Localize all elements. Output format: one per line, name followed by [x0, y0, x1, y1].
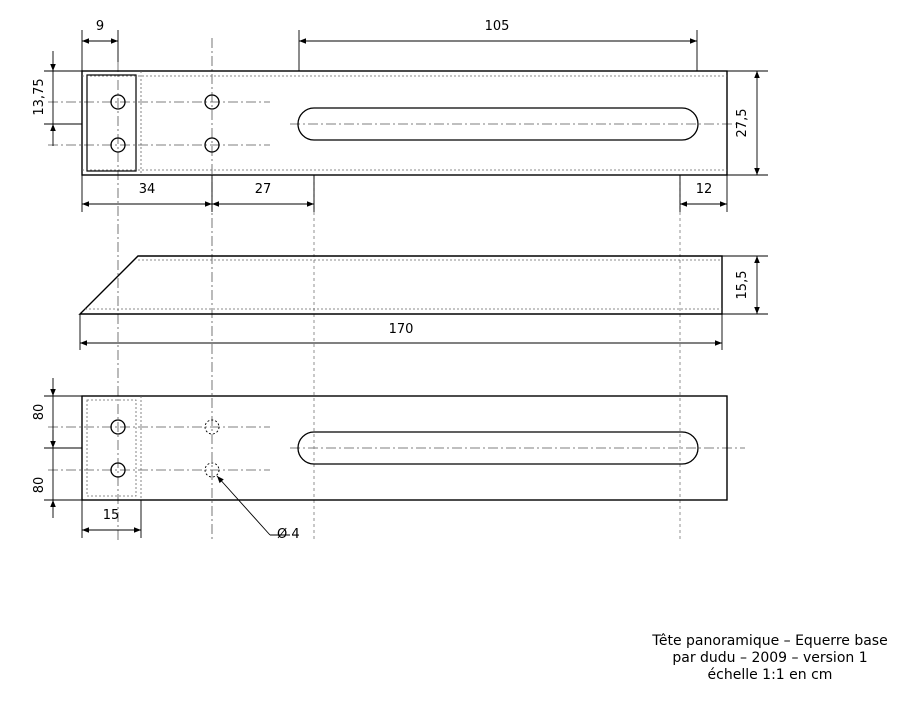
- dim-34: 34: [139, 182, 156, 197]
- dim-80-top: 80: [32, 404, 47, 421]
- top-hole-1: [110, 94, 126, 110]
- title-line-1: Tête panoramique – Equerre base: [652, 633, 888, 649]
- top-hole-2: [110, 137, 126, 153]
- dim-105: 105: [485, 19, 510, 34]
- top-view: [81, 70, 728, 176]
- bottom-slot: [297, 431, 699, 465]
- top-hole-4: [204, 137, 220, 153]
- title-block: Tête panoramique – Equerre base par dudu…: [620, 633, 920, 684]
- side-view: [78, 255, 723, 315]
- dim-27: 27: [255, 182, 272, 197]
- dim-170: 170: [389, 322, 414, 337]
- dim-15: 15: [103, 508, 120, 523]
- bottom-hole-2: [110, 462, 126, 478]
- dim-12: 12: [696, 182, 713, 197]
- bottom-hole-1: [110, 419, 126, 435]
- dim-15-5: 15,5: [735, 271, 750, 300]
- top-hole-3: [204, 94, 220, 110]
- title-line-3: échelle 1:1 en cm: [707, 667, 833, 683]
- dim-13-75: 13,75: [32, 78, 47, 115]
- bottom-hole-4: [204, 462, 220, 478]
- dim-27-5: 27,5: [735, 109, 750, 138]
- projection-lines: [313, 176, 681, 540]
- dimension-lines: [44, 30, 768, 538]
- top-slot: [297, 107, 699, 141]
- title-line-2: par dudu – 2009 – version 1: [672, 650, 868, 666]
- dim-9: 9: [96, 19, 104, 34]
- dim-80-bottom: 80: [32, 477, 47, 494]
- center-lines: [48, 38, 745, 540]
- dim-diameter-4: Ø 4: [277, 527, 300, 542]
- bottom-hole-3: [204, 419, 220, 435]
